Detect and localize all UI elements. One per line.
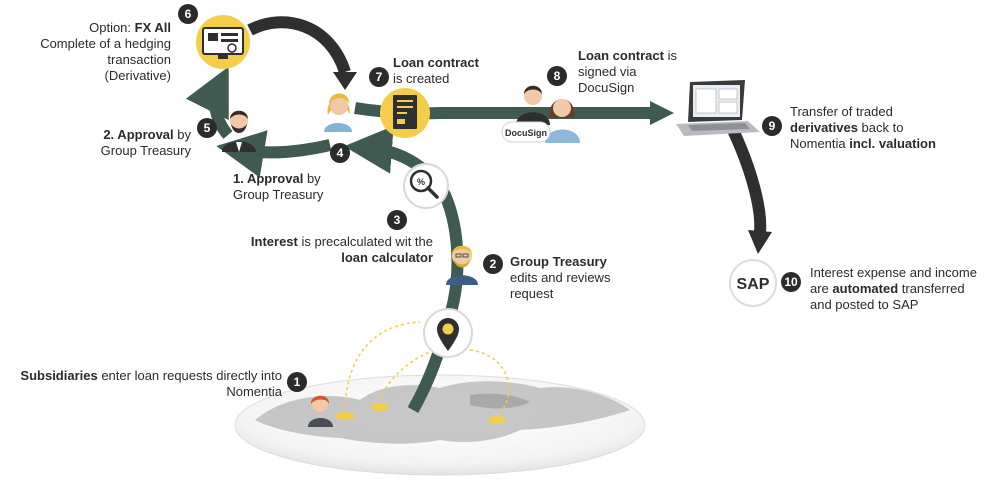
- step-3-label: Interest is precalculated wit the loan c…: [250, 234, 433, 265]
- approval-person-icon: [324, 93, 352, 132]
- step-badge-1: 1: [287, 372, 307, 392]
- svg-text:%: %: [417, 177, 425, 187]
- step-9-label: Transfer of traded derivatives back to N…: [790, 104, 936, 151]
- step-badge-10: 10: [781, 272, 801, 292]
- step-6-label: Option: FX All Complete of a hedging tra…: [40, 20, 171, 83]
- arrow-head-fxall: [333, 72, 357, 90]
- arrow-head-laptop: [650, 101, 674, 125]
- step-5-label: 2. Approval by Group Treasury: [100, 127, 191, 158]
- contract-document-icon: [380, 88, 430, 138]
- subsidiary-person-icon: [308, 395, 333, 427]
- subsidiary-markers: [335, 403, 506, 424]
- step-badge-4: 4: [330, 143, 350, 163]
- step-2-label: Group Treasury edits and reviews request: [510, 254, 611, 301]
- step-badge-7: 7: [369, 67, 389, 87]
- step-7-label: Loan contract is created: [393, 55, 479, 86]
- magnifier-percent-icon: %: [403, 163, 449, 209]
- subsidiary-connections: [344, 321, 510, 419]
- step-10-label: Interest expense and income are automate…: [810, 265, 977, 312]
- flow-path-to-sap: [726, 125, 767, 233]
- step-badge-2: 2: [483, 254, 503, 274]
- approval-2-person-icon: [222, 110, 256, 152]
- monitor-icon: [196, 15, 250, 69]
- arrow-head-sap: [748, 230, 772, 254]
- step-badge-9: 9: [762, 116, 782, 136]
- step-8-label: Loan contract is signed via DocuSign: [578, 48, 677, 95]
- location-pin-icon: [423, 308, 473, 358]
- world-map: [234, 374, 646, 476]
- svg-text:DocuSign: DocuSign: [505, 128, 547, 138]
- laptop-icon: [676, 80, 760, 136]
- flow-path-fxall-return: [247, 16, 351, 75]
- step-badge-3: 3: [387, 210, 407, 230]
- docusign-logo: DocuSign: [501, 121, 551, 143]
- step-4-label: 1. Approval by Group Treasury: [233, 171, 324, 202]
- step-1-label: Subsidiaries enter loan requests directl…: [20, 368, 282, 399]
- svg-text:SAP: SAP: [737, 276, 770, 293]
- step-badge-8: 8: [547, 66, 567, 86]
- step-badge-5: 5: [197, 118, 217, 138]
- step-badge-6: 6: [178, 4, 198, 24]
- sap-logo: SAP: [729, 259, 777, 307]
- flow-path-to-fxall: [185, 66, 233, 139]
- group-treasury-person-icon: [446, 245, 478, 285]
